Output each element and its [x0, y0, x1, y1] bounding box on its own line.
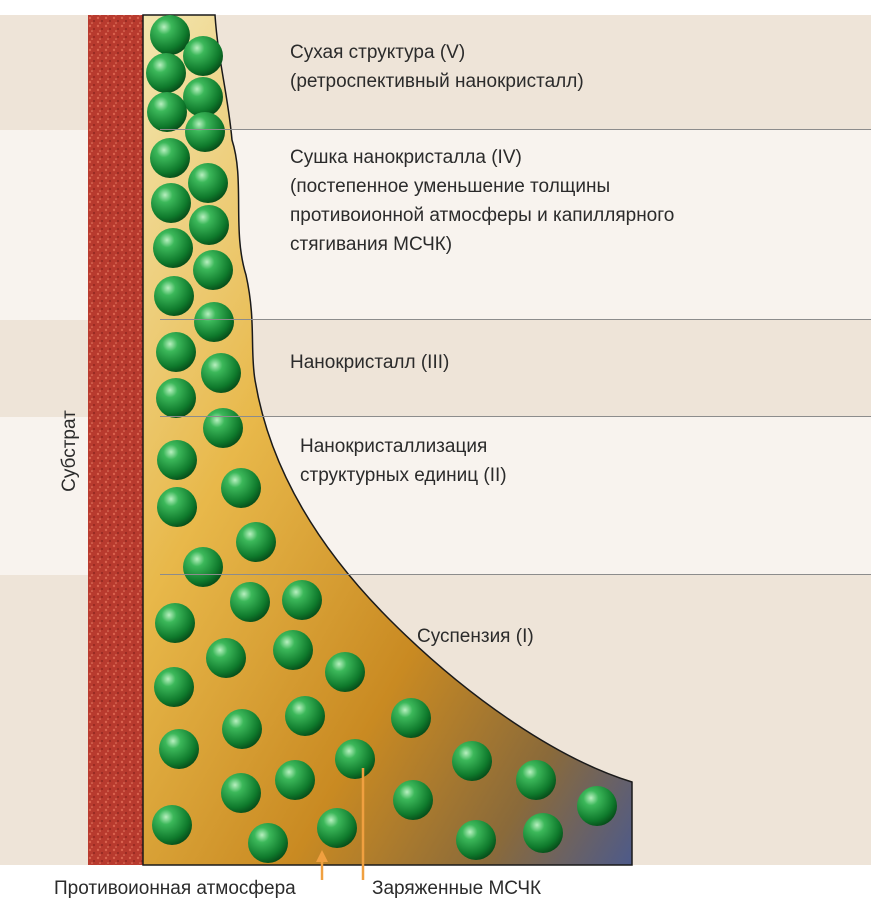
charged-particle — [222, 709, 262, 749]
zone-label-IV: Сушка нанокристалла (IV) (постепенное ум… — [290, 143, 674, 259]
charged-particle — [153, 228, 193, 268]
charged-particle — [456, 820, 496, 860]
charged-particle — [523, 813, 563, 853]
charged-particle — [282, 580, 322, 620]
charged-particle — [147, 92, 187, 132]
charged-particle — [185, 112, 225, 152]
zone-label-III-line1: Нанокристалл (III) — [290, 348, 449, 377]
charged-particle — [452, 741, 492, 781]
zone-divider-IV-III — [160, 319, 871, 320]
charged-particle — [156, 378, 196, 418]
zone-label-II: Нанокристаллизация структурных единиц (I… — [300, 432, 507, 490]
charged-particle — [154, 667, 194, 707]
charged-particle — [183, 77, 223, 117]
charged-particle — [230, 582, 270, 622]
charged-particle — [183, 547, 223, 587]
charged-particle — [157, 440, 197, 480]
zone-label-V-line2: (ретроспективный нанокристалл) — [290, 67, 584, 96]
zone-label-III: Нанокристалл (III) — [290, 348, 449, 377]
zone-label-IV-line3: противоионной атмосферы и капиллярного — [290, 201, 674, 230]
charged-particle — [152, 805, 192, 845]
zone-label-II-line1: Нанокристаллизация — [300, 432, 507, 461]
charged-particle — [201, 353, 241, 393]
zone-label-I: Суспензия (I) — [417, 622, 534, 651]
charged-particle — [157, 487, 197, 527]
counterion-atmosphere-label: Противоионная атмосфера — [54, 878, 296, 900]
charged-particle — [154, 276, 194, 316]
charged-particle — [317, 808, 357, 848]
charged-particle — [221, 773, 261, 813]
charged-particle — [194, 302, 234, 342]
charged-particle — [391, 698, 431, 738]
charged-particle — [203, 408, 243, 448]
charged-particle — [151, 183, 191, 223]
zone-label-V: Сухая структура (V) (ретроспективный нан… — [290, 38, 584, 96]
zone-divider-V-IV — [160, 129, 871, 130]
charged-particle — [188, 163, 228, 203]
charged-particle — [156, 332, 196, 372]
zone-label-IV-line4: стягивания МСЧК) — [290, 230, 674, 259]
charged-particle — [285, 696, 325, 736]
zone-divider-III-II — [160, 416, 871, 417]
charged-particle — [335, 739, 375, 779]
charged-particle — [275, 760, 315, 800]
zone-label-V-line1: Сухая структура (V) — [290, 38, 584, 67]
zone-label-II-line2: структурных единиц (II) — [300, 461, 507, 490]
charged-particle — [150, 138, 190, 178]
charged-particle — [516, 760, 556, 800]
charged-particle — [236, 522, 276, 562]
zone-label-IV-line1: Сушка нанокристалла (IV) — [290, 143, 674, 172]
charged-particle — [221, 468, 261, 508]
charged-particle — [183, 36, 223, 76]
charged-particle — [393, 780, 433, 820]
substrate-label: Субстрат — [59, 401, 81, 501]
substrate — [88, 15, 143, 865]
zone-label-IV-line2: (постепенное уменьшение толщины — [290, 172, 674, 201]
charged-particle — [248, 823, 288, 863]
charged-particle — [150, 15, 190, 55]
charged-particle — [273, 630, 313, 670]
charged-particle — [189, 205, 229, 245]
charged-particle — [155, 603, 195, 643]
charged-particle — [146, 53, 186, 93]
charged-particles-label: Заряженные МСЧК — [372, 878, 541, 900]
charged-particle — [577, 786, 617, 826]
charged-particle — [193, 250, 233, 290]
charged-particle — [325, 652, 365, 692]
zone-divider-II-I — [160, 574, 871, 575]
charged-particle — [206, 638, 246, 678]
zone-label-I-line1: Суспензия (I) — [417, 622, 534, 651]
charged-particle — [159, 729, 199, 769]
